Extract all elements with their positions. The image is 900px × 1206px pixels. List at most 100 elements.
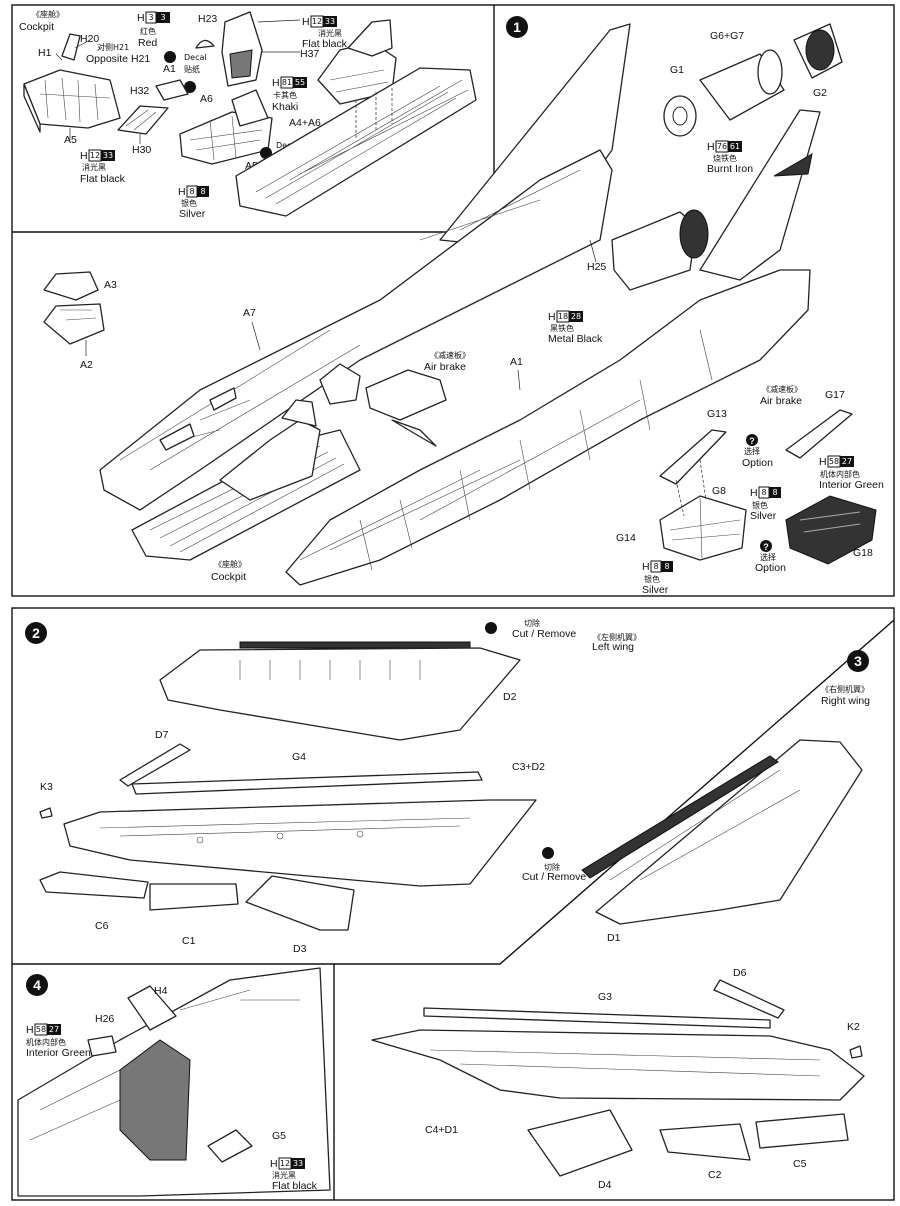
right-wing-label: Right wing <box>821 695 870 707</box>
part-H30: H30 <box>132 144 151 156</box>
paint-khaki: H 81 55 卡其色 Khaki <box>272 76 307 113</box>
part-G4: G4 <box>292 751 306 763</box>
svg-text:H: H <box>178 186 186 198</box>
part-C5: C5 <box>793 1158 807 1170</box>
svg-text:H: H <box>272 77 280 89</box>
opposite-H21-label: Opposite H21 <box>86 53 150 65</box>
svg-text:选择: 选择 <box>744 446 760 456</box>
part-D7: D7 <box>155 729 169 741</box>
svg-text:33: 33 <box>325 17 335 26</box>
step-badge-1: 1 <box>506 16 528 38</box>
cockpit-label-cn: 《座舱》 <box>32 9 64 19</box>
svg-text:切除: 切除 <box>524 618 540 628</box>
cut-remove-label-left: Cut / Remove <box>512 628 576 640</box>
part-A5-left: A5 <box>64 134 77 146</box>
svg-text:H: H <box>707 141 715 153</box>
svg-text:Flat black: Flat black <box>302 38 348 50</box>
part-A3: A3 <box>104 279 117 291</box>
svg-text:卡其色: 卡其色 <box>273 90 297 100</box>
cut-remove-label-right: Cut / Remove <box>522 871 586 883</box>
svg-text:2: 2 <box>32 625 40 641</box>
svg-text:银色: 银色 <box>181 198 197 208</box>
svg-text:3: 3 <box>854 653 862 669</box>
svg-text:H: H <box>80 150 88 162</box>
paint-flat-black-tub: H 12 33 消光黑 Flat black <box>80 149 126 185</box>
svg-text:H: H <box>750 487 758 499</box>
paint-silver-brake: H 8 8 银色 Silver <box>750 486 781 522</box>
part-C2: C2 <box>708 1169 722 1181</box>
svg-text:27: 27 <box>49 1025 59 1034</box>
part-H23: H23 <box>198 13 217 25</box>
cockpit-floor-label: Cockpit <box>211 571 246 583</box>
svg-text:H: H <box>270 1158 278 1170</box>
svg-text:76: 76 <box>717 142 727 151</box>
svg-text:银色: 银色 <box>752 500 768 510</box>
svg-text:Metal Black: Metal Black <box>548 333 603 345</box>
svg-text:Red: Red <box>138 37 157 49</box>
paint-flat-black-g5: H 12 33 消光黑 Flat black <box>270 1157 318 1192</box>
svg-text:Interior Green: Interior Green <box>26 1047 91 1059</box>
svg-text:33: 33 <box>103 151 113 160</box>
paint-flat-black-seat: H 12 33 消光黑 Flat black <box>302 15 348 50</box>
svg-text:8: 8 <box>189 187 194 196</box>
part-K3: K3 <box>40 781 53 793</box>
svg-text:33: 33 <box>293 1159 303 1168</box>
right-wing-assembly: 《右侧机翼》 Right wing 切除 Cut / Remove D1 G3 … <box>371 684 870 1191</box>
svg-text:消光黑: 消光黑 <box>318 28 342 38</box>
paint-red: H 3 3 红色 Red <box>137 11 170 49</box>
svg-text:Silver: Silver <box>179 208 206 220</box>
left-wing-assembly: 切除 Cut / Remove 《左侧机翼》 Left wing D2 D7 G… <box>39 618 641 955</box>
part-C1: C1 <box>182 935 196 947</box>
svg-text:8: 8 <box>761 488 766 497</box>
option-label-lower: Option <box>755 562 786 574</box>
step4-assembly: H26 H 4 H 58 27 机体内部色 Interior Green G5 H… <box>17 967 331 1197</box>
part-H25: H25 <box>587 261 606 273</box>
svg-text:12: 12 <box>312 17 322 26</box>
svg-text:贴纸: 贴纸 <box>184 64 200 74</box>
svg-text:机体内部色: 机体内部色 <box>26 1037 66 1047</box>
part-G17: G17 <box>825 389 845 401</box>
svg-text:55: 55 <box>295 78 305 87</box>
svg-text:H: H <box>819 456 827 468</box>
cockpit-label: Cockpit <box>19 21 54 33</box>
paint-silver-floor: H 8 8 银色 Silver <box>178 185 209 220</box>
part-D2: D2 <box>503 691 517 703</box>
part-D3: D3 <box>293 943 307 955</box>
part-D1: D1 <box>607 932 621 944</box>
part-G2: G2 <box>813 87 827 99</box>
fuselage-assembly: A3 A2 A7 《座舱》 Cockpit 《减速板》 Air brake A1… <box>43 23 884 596</box>
part-H20: H20 <box>80 33 99 45</box>
svg-text:3: 3 <box>148 13 153 22</box>
svg-text:58: 58 <box>36 1025 46 1034</box>
svg-text:《减速板》: 《减速板》 <box>762 384 802 394</box>
step-badge-2: 2 <box>25 622 47 644</box>
paint-interior-green-1: H 58 27 机体内部色 Interior Green <box>819 455 884 491</box>
paint-metal-black: H 18 28 黑铁色 Metal Black <box>548 310 603 345</box>
svg-text:4: 4 <box>33 977 41 993</box>
svg-text:12: 12 <box>90 151 100 160</box>
part-H26: H26 <box>95 1013 114 1025</box>
svg-text:?: ? <box>763 542 769 552</box>
svg-text:81: 81 <box>282 78 292 87</box>
part-C3+D2: C3+D2 <box>512 761 545 773</box>
paint-burnt-iron: H 76 61 烧铁色 Burnt Iron <box>707 140 753 175</box>
part-A6: A6 <box>200 93 213 105</box>
part-H32: H32 <box>130 85 149 97</box>
svg-text:消光黑: 消光黑 <box>82 162 106 172</box>
svg-text:黑铁色: 黑铁色 <box>550 323 574 333</box>
svg-text:《减速板》: 《减速板》 <box>430 350 470 360</box>
svg-text:H: H <box>137 12 145 24</box>
svg-text:H: H <box>26 1024 34 1036</box>
svg-text:Burnt Iron: Burnt Iron <box>707 163 753 175</box>
svg-text:机体内部色: 机体内部色 <box>820 469 860 479</box>
step-badge-4: 4 <box>26 974 48 996</box>
svg-text:Silver: Silver <box>750 510 777 522</box>
part-G5: G5 <box>272 1130 286 1142</box>
part-H1: H1 <box>38 47 52 59</box>
svg-text:8: 8 <box>664 562 669 571</box>
part-H37: H37 <box>300 48 319 60</box>
svg-text:61: 61 <box>730 142 740 151</box>
part-A1: A1 <box>163 63 176 75</box>
part-A7: A7 <box>243 307 256 319</box>
svg-text:3: 3 <box>160 13 165 22</box>
